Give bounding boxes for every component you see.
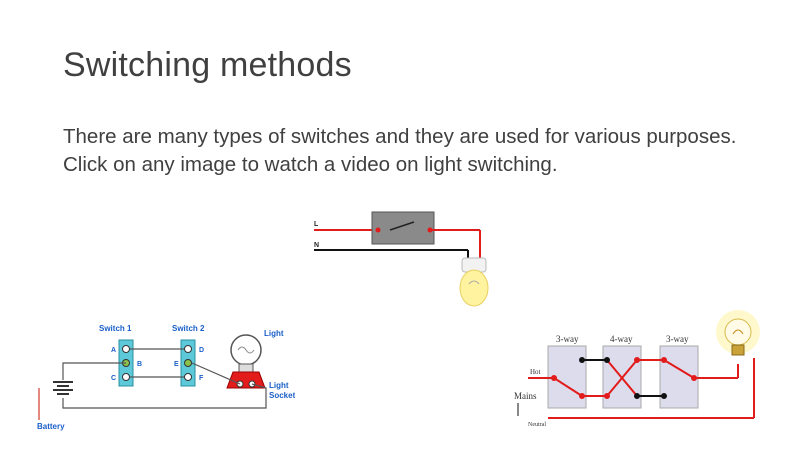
switch-middle-label: 4-way [610,334,633,344]
switch2-terminal-f [184,373,192,381]
switch1-terminal-a [122,345,130,353]
switch-middle-t2 [604,393,610,399]
hot-label: Hot [530,368,541,376]
switch-left-label: 3-way [556,334,579,344]
terminal-c-label: C [111,375,116,382]
switch-middle-t3 [634,357,640,363]
switch-middle-blade-2 [606,359,638,397]
glowing-bulb-icon [724,318,752,346]
bulb-filament [468,280,480,285]
switch-right-blade [663,359,695,379]
battery-label: Battery [37,422,65,431]
live-label: L [314,221,319,228]
switch-middle-t1 [604,357,610,363]
light-socket-label-line2: Socket [269,391,295,400]
terminal-a-label: A [111,347,116,354]
switch2-to-socket-wire [191,362,241,385]
bulb-base [238,363,254,373]
two-way-switch-diagram[interactable]: Switch 1 Switch 2 Light A B C D E F Ligh… [33,318,296,432]
terminal-f-label: F [199,375,204,382]
switch2-label: Switch 2 [172,324,205,333]
switch1-terminal-c [122,373,130,381]
light-socket-label-line1: Light [269,381,289,390]
switch1-label: Switch 1 [99,324,132,333]
intermediate-switch-svg: 3-way 4-way 3-way Hot Mains Neutral [514,310,760,428]
switch-middle-t4 [634,393,640,399]
switch-lever [389,221,415,231]
light-bulb-icon [459,269,489,307]
switch-right-label: 3-way [666,334,689,344]
neutral-label: Neutral [528,422,546,428]
one-way-switch-diagram[interactable]: L N [306,200,496,312]
switch-left-t2 [579,393,585,399]
switch-terminal-left [375,227,381,233]
switch2-terminal-d [184,345,192,353]
light-label: Light [264,329,284,338]
switch-right-t1 [661,357,667,363]
intermediate-switch-diagram[interactable]: 3-way 4-way 3-way Hot Mains Neutral [508,308,778,432]
bulb-filament [237,346,255,354]
glowing-bulb-filament [732,329,744,335]
glowing-bulb-base [731,344,745,356]
terminal-d-label: D [199,347,204,354]
slide-title: Switching methods [63,46,352,84]
switch-left-t1 [579,357,585,363]
switch2-terminal-e [184,359,192,367]
terminal-e-label: E [174,361,179,368]
switch-terminal-right [427,227,433,233]
switch-left-blade [553,377,583,397]
mains-label: Mains [514,391,537,401]
battery-wire-positive [62,362,126,380]
terminal-b-label: B [137,361,142,368]
slide-body-text: There are many types of switches and the… [63,125,737,176]
switch-body [371,211,435,245]
return-wire [62,383,267,409]
one-way-switch-svg: L N [314,211,489,307]
neutral-label: N [314,242,319,249]
switch-right-t2 [661,393,667,399]
two-way-switch-svg: Switch 1 Switch 2 Light A B C D E F Ligh… [37,324,296,431]
